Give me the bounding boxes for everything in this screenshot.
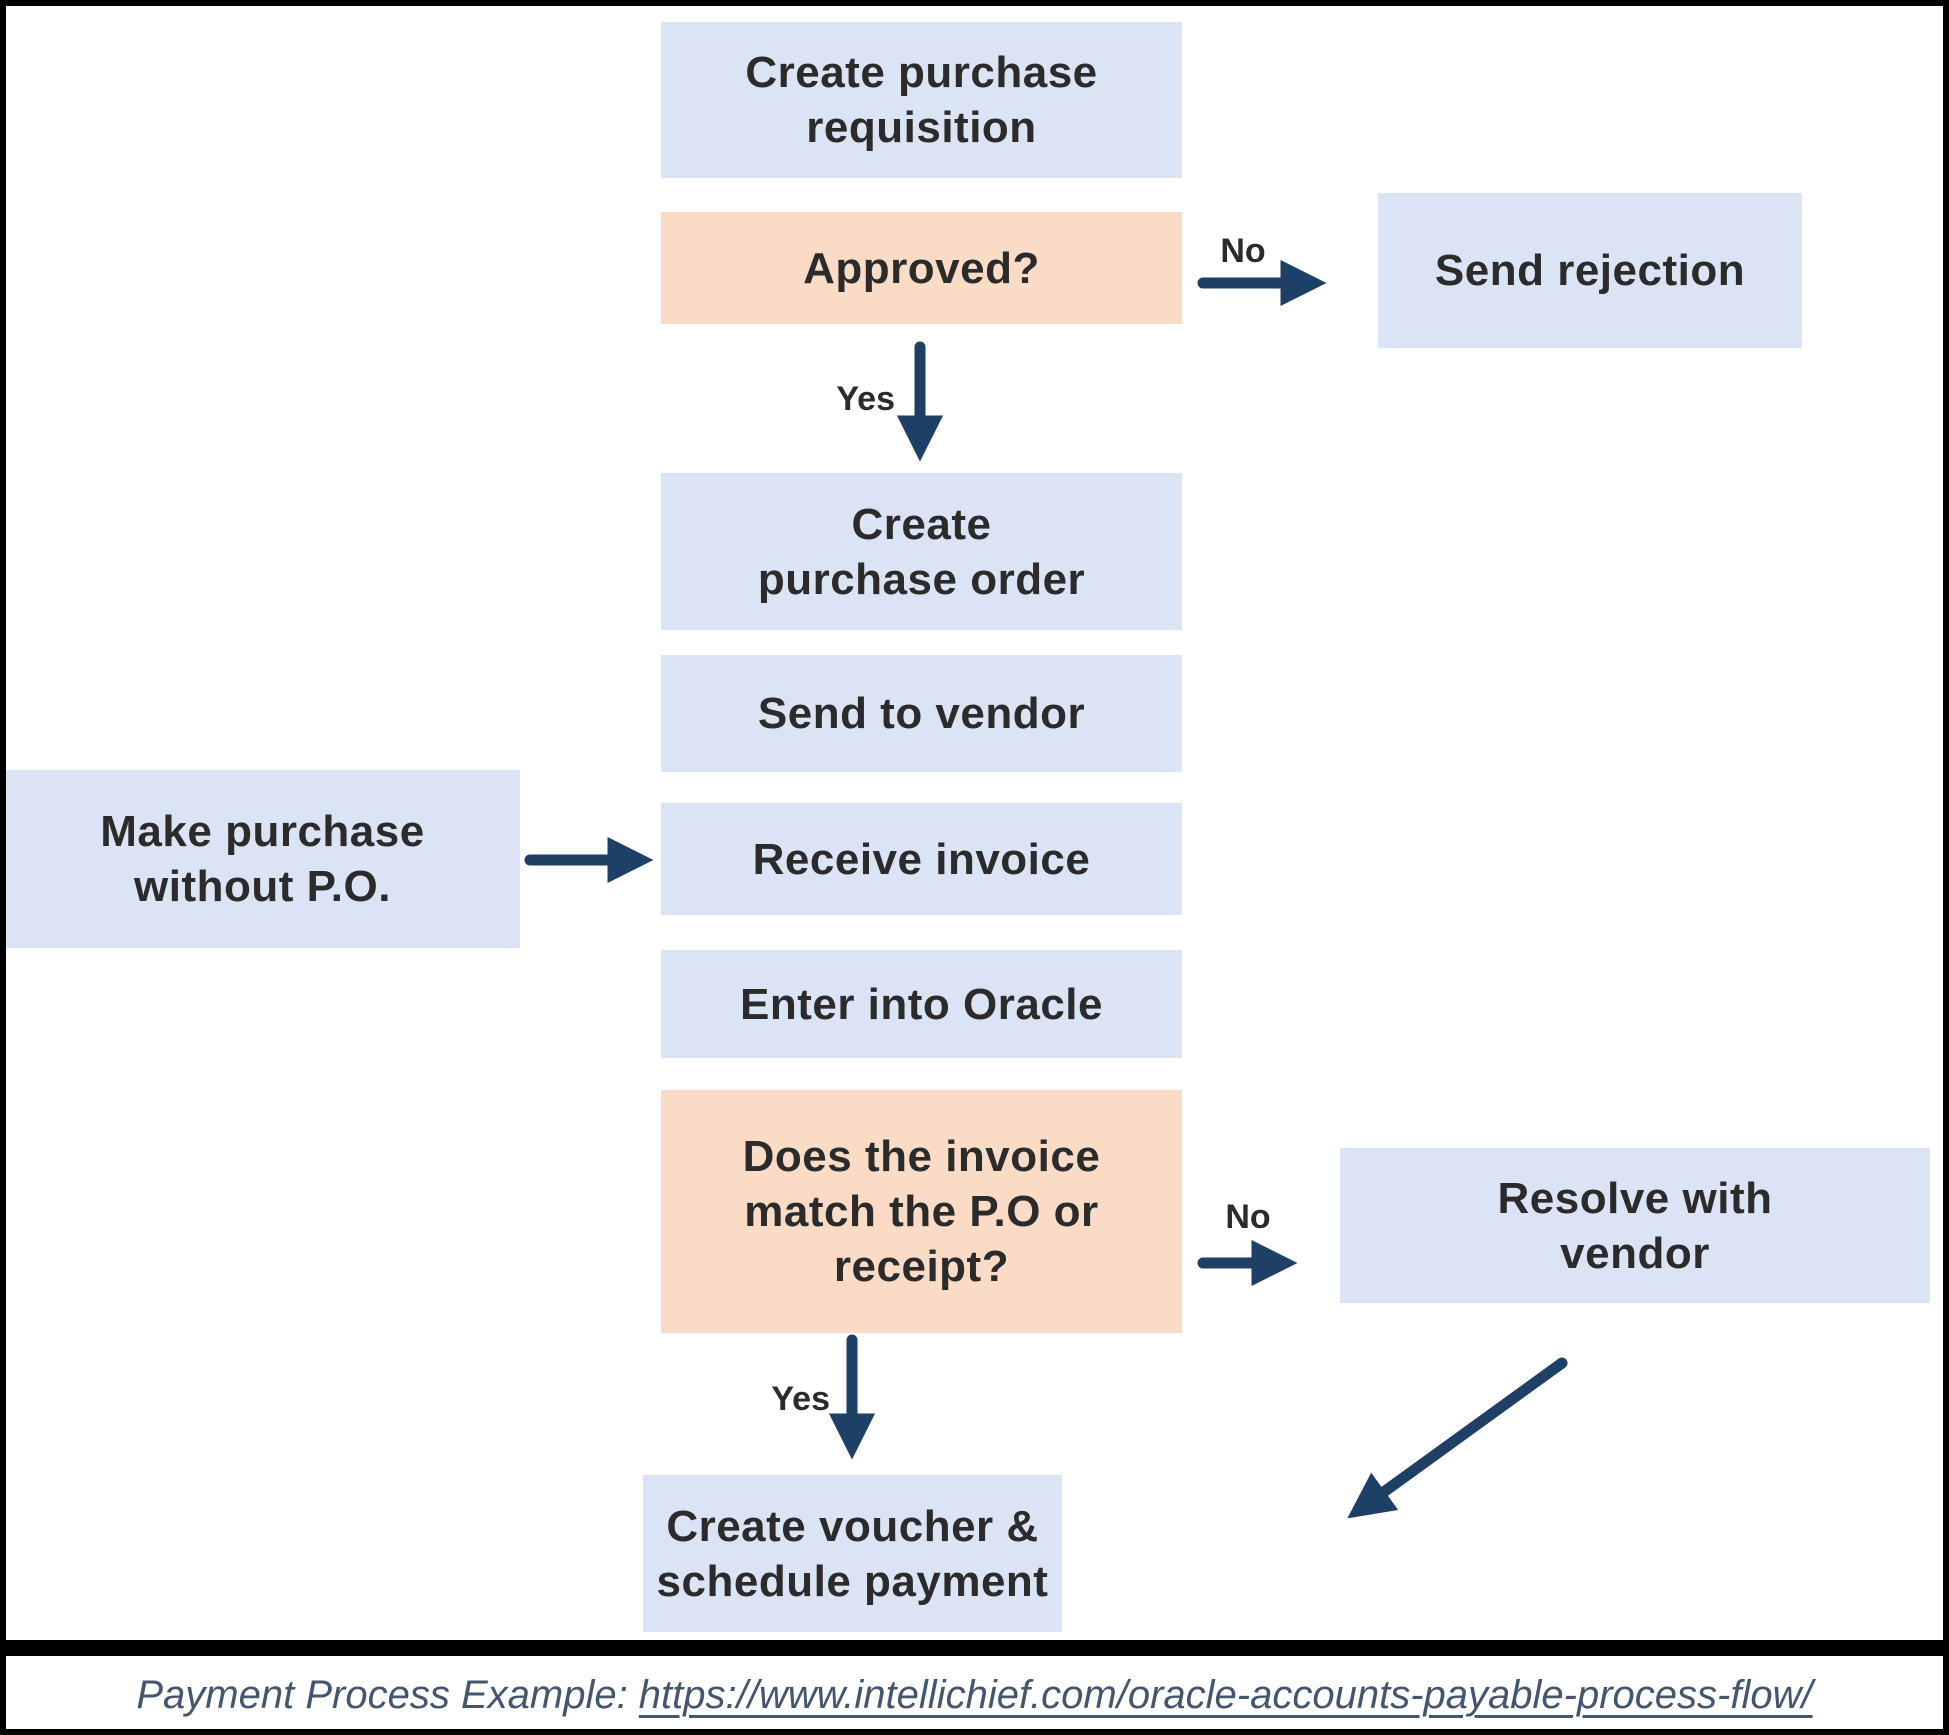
- edge-label-yes-2: Yes: [771, 1380, 830, 1418]
- node-send-to-vendor: Send to vendor: [661, 655, 1182, 772]
- node-approved-decision: Approved?: [661, 212, 1182, 324]
- caption-prefix: Payment Process Example:: [136, 1673, 639, 1717]
- node-resolve-with-vendor: Resolve with vendor: [1340, 1148, 1930, 1303]
- node-create-voucher-schedule-payment: Create voucher & schedule payment: [643, 1475, 1062, 1632]
- edge-label-yes-1: Yes: [836, 380, 895, 418]
- arrow-resolve-vendor-to-create-voucher: [1347, 1357, 1568, 1519]
- node-make-purchase-without-po: Make purchase without P.O.: [5, 770, 520, 948]
- separator-bar: [0, 1640, 1949, 1656]
- edge-label-no-2: No: [1225, 1198, 1271, 1236]
- caption: Payment Process Example: https://www.int…: [0, 1656, 1949, 1735]
- node-create-purchase-order: Create purchase order: [661, 473, 1182, 630]
- node-create-purchase-requisition: Create purchase requisition: [661, 22, 1182, 178]
- node-send-rejection: Send rejection: [1378, 193, 1802, 348]
- node-enter-into-oracle: Enter into Oracle: [661, 950, 1182, 1058]
- edge-label-no-1: No: [1220, 232, 1266, 270]
- caption-link[interactable]: https://www.intellichief.com/oracle-acco…: [638, 1673, 1813, 1717]
- node-invoice-match-decision: Does the invoice match the P.O or receip…: [661, 1090, 1182, 1333]
- node-receive-invoice: Receive invoice: [661, 803, 1182, 915]
